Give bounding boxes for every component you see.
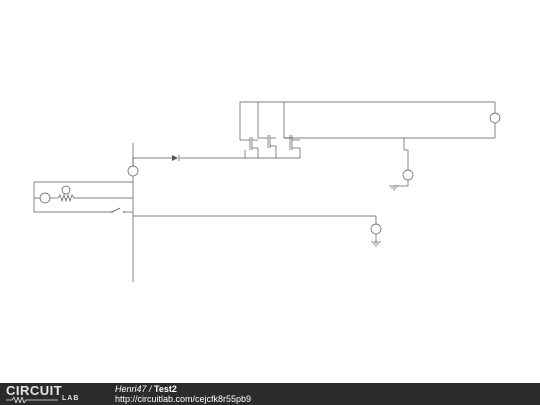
circuit-title-line: Henri47 / Test2: [115, 384, 177, 394]
author-name[interactable]: Henri47: [115, 384, 147, 394]
voltage-source-symbol-3: [489, 112, 501, 124]
circuit-url[interactable]: http://circuitlab.com/cejcfk8r55pb9: [115, 394, 252, 404]
title-separator: /: [146, 384, 155, 394]
voltage-source-symbol-5: [370, 223, 382, 235]
logo-text: CIRCUIT: [6, 383, 63, 398]
voltage-source-symbol-4: [402, 169, 414, 181]
diode-symbol: [172, 155, 178, 161]
footer-bar: CIRCUIT LAB Henri47 / Test2 http://circu…: [0, 383, 540, 405]
circuit-title: Test2: [154, 384, 177, 394]
waveform-icon: [6, 397, 58, 403]
voltage-source-symbol-1: [39, 192, 51, 204]
logo-subtext: LAB: [62, 395, 80, 402]
current-source-symbol: [127, 165, 139, 177]
resistor-symbol: [57, 193, 75, 203]
voltage-source-symbol-2: [61, 185, 71, 195]
schematic-canvas: [33, 101, 501, 282]
